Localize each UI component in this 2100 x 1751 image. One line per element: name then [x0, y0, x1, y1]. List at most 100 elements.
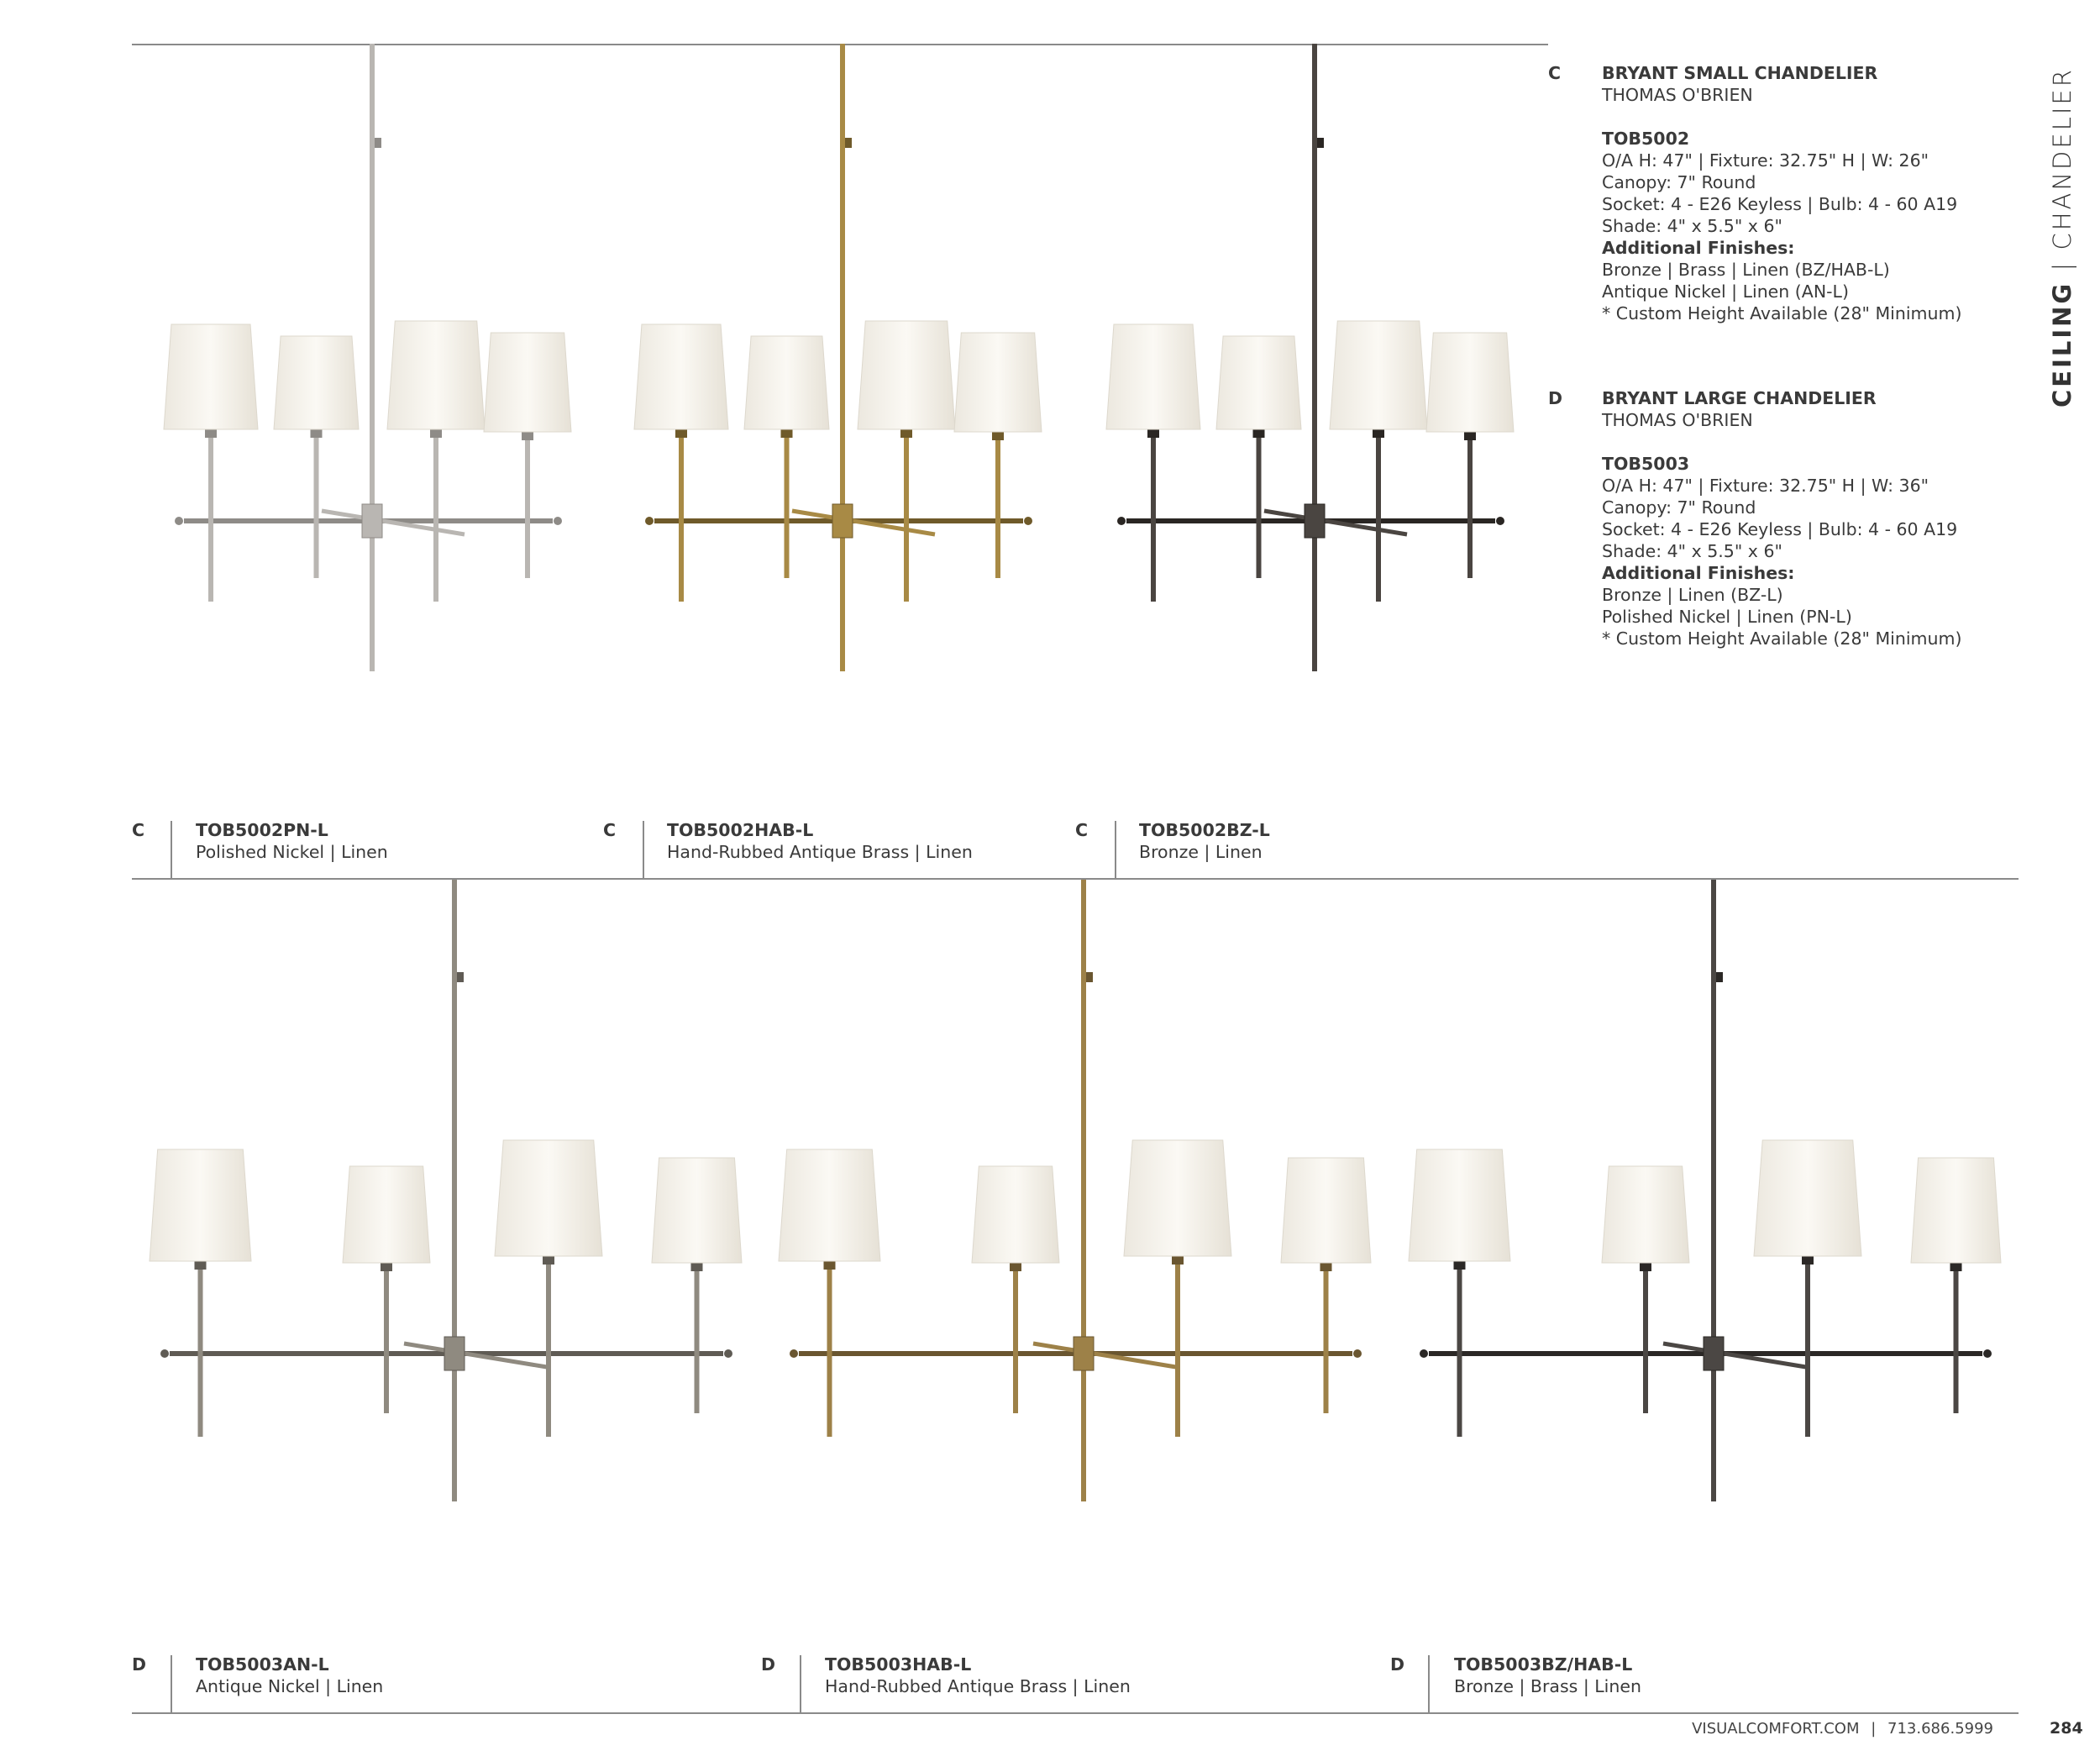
linen-shade: [633, 323, 729, 430]
spec-line: Shade: 4" x 5.5" x 6": [1602, 541, 1782, 561]
caption-letter: C: [132, 820, 145, 840]
candle-stem: [1175, 1256, 1180, 1437]
socket: [992, 430, 1004, 440]
chandelier-image-small-antique-brass: [633, 44, 1042, 671]
finial: [1353, 1349, 1362, 1358]
socket: [675, 428, 687, 438]
caption-finish: Antique Nickel | Linen: [196, 1676, 384, 1696]
candle-stem: [433, 429, 438, 602]
hub: [1703, 1336, 1725, 1371]
socket: [543, 1254, 554, 1265]
footer-contact: VISUALCOMFORT.COM | 713.686.5999: [1692, 1720, 1993, 1738]
finial: [724, 1349, 732, 1358]
center-rod: [370, 44, 375, 671]
finish-line: Polished Nickel | Linen (PN-L): [1602, 607, 1852, 627]
arm-back: [1662, 1341, 1807, 1370]
socket: [205, 428, 217, 438]
linen-shade: [953, 332, 1042, 433]
socket: [1252, 428, 1265, 438]
candle-stem: [904, 429, 909, 602]
linen-shade: [1601, 1165, 1690, 1264]
arm-back: [403, 1341, 548, 1370]
note: * Custom Height Available (28" Minimum): [1602, 628, 1962, 649]
page-number: 284: [2050, 1719, 2083, 1738]
center-rod: [1711, 878, 1716, 1501]
candle-stem: [525, 432, 530, 578]
finial: [175, 517, 183, 525]
caption-finish: Hand-Rubbed Antique Brass | Linen: [667, 842, 973, 862]
linen-shade: [1329, 320, 1428, 430]
divider: [171, 1655, 172, 1712]
candle-stem: [208, 429, 213, 602]
finial: [1496, 517, 1504, 525]
socket: [522, 430, 533, 440]
caption-finish: Hand-Rubbed Antique Brass | Linen: [825, 1676, 1131, 1696]
socket: [823, 1259, 836, 1270]
row-rule: [132, 878, 2019, 880]
spec-line: Canopy: 7" Round: [1602, 172, 1756, 192]
candle-stem: [784, 429, 790, 578]
footer-separator: |: [1871, 1720, 1877, 1738]
socket: [900, 428, 912, 438]
chandelier-image-small-polished-nickel: [163, 44, 572, 671]
candle-stem: [313, 429, 319, 578]
linen-shade: [971, 1165, 1060, 1264]
rod-clip: [1086, 972, 1093, 982]
footer-website[interactable]: VISUALCOMFORT.COM: [1692, 1720, 1860, 1738]
spec-line: O/A H: 47" | Fixture: 32.75" H | W: 36": [1602, 476, 1929, 496]
rod-clip: [457, 972, 464, 982]
hub: [361, 503, 383, 539]
socket: [1802, 1254, 1814, 1265]
finial: [1024, 517, 1032, 525]
designer: THOMAS O'BRIEN: [1602, 410, 1753, 430]
chandelier-image-large-antique-brass: [778, 878, 1372, 1501]
caption-letter: C: [603, 820, 617, 840]
finial: [1117, 517, 1126, 525]
candle-stem: [1467, 432, 1473, 578]
spec-line: O/A H: 47" | Fixture: 32.75" H | W: 26": [1602, 150, 1929, 171]
section-subcategory: CHANDELIER: [2048, 67, 2076, 250]
finial: [1983, 1349, 1992, 1358]
designer: THOMAS O'BRIEN: [1602, 85, 1753, 105]
caption-code: TOB5002PN-L: [196, 820, 328, 840]
spec-line: Socket: 4 - E26 Keyless | Bulb: 4 - 60 A…: [1602, 519, 1958, 539]
section-separator: |: [2048, 260, 2076, 271]
socket: [1950, 1261, 1962, 1271]
caption-letter: D: [761, 1654, 776, 1675]
divider: [800, 1655, 801, 1712]
rod-clip: [1716, 972, 1723, 982]
section-tab: CEILING | CHANDELIER: [2048, 67, 2076, 408]
arm-back: [1263, 508, 1408, 537]
linen-shade: [483, 332, 572, 433]
hub: [832, 503, 853, 539]
finial: [554, 517, 562, 525]
caption-finish: Polished Nickel | Linen: [196, 842, 388, 862]
spec-block-large: D BRYANT LARGE CHANDELIER THOMAS O'BRIEN…: [1548, 387, 1961, 649]
candle-stem: [384, 1263, 389, 1413]
finish-line: Antique Nickel | Linen (AN-L): [1602, 281, 1849, 302]
divider: [1428, 1655, 1430, 1712]
caption-letter: C: [1075, 820, 1089, 840]
socket: [1320, 1261, 1332, 1271]
finish-line: Bronze | Linen (BZ-L): [1602, 585, 1783, 605]
caption-letter: D: [132, 1654, 147, 1675]
candle-stem: [1457, 1261, 1462, 1437]
caption-finish: Bronze | Linen: [1139, 842, 1263, 862]
spec-block-small: C BRYANT SMALL CHANDELIER THOMAS O'BRIEN…: [1548, 62, 1961, 324]
socket: [194, 1259, 207, 1270]
candle-stem: [995, 432, 1000, 578]
linen-shade: [1910, 1157, 2002, 1264]
linen-shade: [1408, 1149, 1511, 1262]
linen-shade: [1215, 335, 1302, 430]
socket: [1373, 428, 1384, 438]
product-name: BRYANT LARGE CHANDELIER: [1602, 388, 1877, 408]
caption-code: TOB5003AN-L: [196, 1654, 329, 1675]
finial: [645, 517, 654, 525]
linen-shade: [149, 1149, 252, 1262]
rod-clip: [1317, 138, 1324, 148]
linen-shade: [651, 1157, 743, 1264]
socket: [1453, 1259, 1466, 1270]
linen-shade: [163, 323, 259, 430]
center-rod: [1081, 878, 1086, 1501]
finish-line: Bronze | Brass | Linen (BZ/HAB-L): [1602, 260, 1890, 280]
